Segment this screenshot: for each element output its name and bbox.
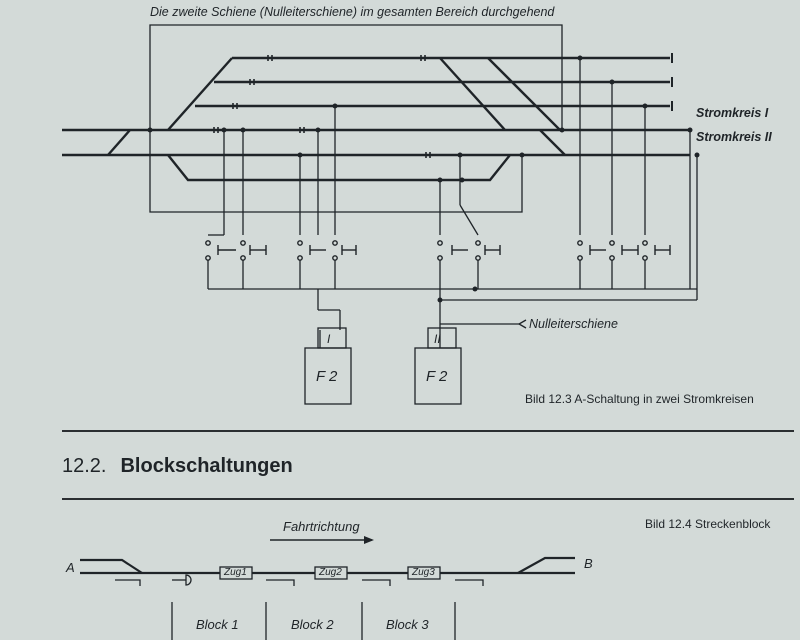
circuit-1-label: Stromkreis I <box>696 106 769 120</box>
section-rule-top <box>62 430 794 432</box>
neutral-rail-note: Die zweite Schiene (Nulleiterschiene) im… <box>150 5 555 19</box>
f2-units <box>304 327 462 405</box>
neutral-rail-bottom-loop <box>149 130 523 213</box>
train-1-label: Zug1 <box>224 567 247 578</box>
direction-label: Fahrtrichtung <box>283 519 360 534</box>
neutral-rail-top-loop <box>149 24 563 130</box>
collector-wires <box>207 130 698 348</box>
block-2-label: Block 2 <box>291 617 334 632</box>
section-number: 12.2. <box>62 455 107 477</box>
section-heading: 12.2. Blockschaltungen <box>62 455 293 478</box>
section-title: Blockschaltungen <box>120 455 293 477</box>
circuit-2-label: Stromkreis II <box>696 130 772 144</box>
figure-12-4-caption: Bild 12.4 Streckenblock <box>645 517 771 531</box>
push-buttons <box>205 240 671 261</box>
button-wires-middle <box>439 155 479 236</box>
feed-1-label: I <box>327 332 331 346</box>
section-rule-bottom <box>62 498 794 500</box>
train-3-label: Zug3 <box>412 567 435 578</box>
figure-12-3-caption: Bild 12.3 A-Schaltung in zwei Stromkreis… <box>525 392 754 406</box>
station-b-label: B <box>584 556 593 571</box>
insulated-joints <box>213 55 431 158</box>
neutral-rail-label: Nulleiterschiene <box>529 317 618 331</box>
button-wires-right <box>579 58 646 235</box>
f2-unit-2-label: F 2 <box>426 368 448 385</box>
train-2-label: Zug2 <box>319 567 342 578</box>
button-wires-left <box>208 106 336 236</box>
siding-tracks-upper <box>167 56 670 131</box>
siding-track-lower <box>167 154 511 182</box>
block-3-label: Block 3 <box>386 617 429 632</box>
block-1-label: Block 1 <box>196 617 239 632</box>
station-a-label: A <box>66 560 75 575</box>
feed-2-label: II <box>434 332 441 346</box>
main-tracks <box>62 128 690 157</box>
f2-unit-1-label: F 2 <box>316 368 338 385</box>
